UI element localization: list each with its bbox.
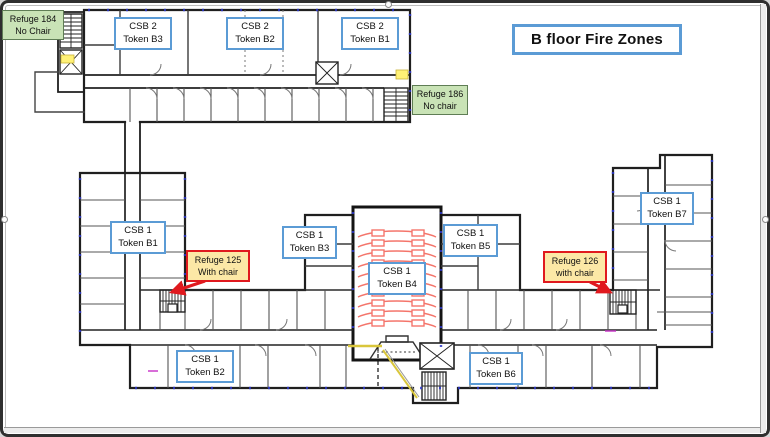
- zone-token: Token B3: [123, 33, 163, 45]
- refuge-name: Refuge 184: [9, 14, 57, 24]
- zone-label-csb1-b3: CSB 1 Token B3: [282, 226, 337, 260]
- refuge-callout-125: Refuge 125 With chair: [186, 250, 250, 283]
- zone-label-csb1-b2: CSB 1 Token B2: [176, 350, 234, 384]
- zone-label-csb1-b7: CSB 1 Token B7: [640, 192, 694, 226]
- refuge-label-184: Refuge 184 No Chair: [2, 10, 64, 41]
- stairs-icon-refuge-126: [609, 289, 637, 315]
- zone-token: Token B5: [450, 240, 491, 252]
- zone-label-csb1-b4: CSB 1 Token B4: [368, 262, 426, 296]
- zone-name: CSB 2: [129, 21, 157, 32]
- frame-bottom-edge: [4, 427, 766, 433]
- zone-token: Token B1: [350, 33, 390, 45]
- arrow-to-refuge-125: [168, 279, 206, 296]
- resize-handle-right[interactable]: [762, 216, 769, 223]
- hazard-mark-topleft: [60, 54, 75, 64]
- refuge-chair-status: No Chair: [15, 26, 51, 37]
- refuge-label-186: Refuge 186 No chair: [412, 85, 468, 116]
- zone-label-csb1-b5: CSB 1 Token B5: [443, 224, 498, 258]
- refuge-chair-status: with chair: [555, 268, 594, 279]
- zone-token: Token B2: [235, 33, 275, 45]
- zone-name: CSB 1: [124, 225, 152, 236]
- zone-name: CSB 1: [456, 228, 485, 239]
- lecture-hall-seating-rows: [357, 229, 437, 328]
- resize-handle-top[interactable]: [385, 1, 392, 8]
- misc-marks: [148, 330, 616, 399]
- zone-label-csb2-b2: CSB 2 Token B2: [226, 17, 284, 51]
- zone-name: CSB 1: [383, 266, 411, 277]
- stairs-icon-topwing-right: [383, 87, 409, 123]
- refuge-chair-status: No chair: [423, 101, 457, 112]
- page-title: B floor Fire Zones: [512, 24, 682, 55]
- zone-token: Token B6: [476, 368, 516, 380]
- zone-token: Token B4: [377, 278, 417, 290]
- page-title-text: B floor Fire Zones: [531, 31, 663, 48]
- zone-token: Token B3: [289, 242, 330, 254]
- zone-token: Token B1: [118, 237, 158, 249]
- zone-label-csb1-b6: CSB 1 Token B6: [469, 352, 523, 386]
- arrow-to-refuge-126: [589, 279, 613, 294]
- zone-label-csb1-b1: CSB 1 Token B1: [110, 221, 166, 255]
- zone-label-csb2-b3: CSB 2 Token B3: [114, 17, 172, 51]
- zone-name: CSB 1: [295, 230, 324, 241]
- refuge-name: Refuge 125: [194, 255, 242, 265]
- refuge-name: Refuge 186: [416, 89, 464, 99]
- stage-and-podium: [369, 335, 425, 360]
- hazard-mark-topwing: [395, 69, 409, 80]
- stairs-icon-bottom: [421, 371, 447, 401]
- refuge-name: Refuge 126: [551, 256, 599, 266]
- elevator-icon-topwing: [315, 61, 339, 85]
- door-arcs: [145, 63, 677, 357]
- zone-name: CSB 2: [241, 21, 269, 32]
- elevator-icon-bottom: [419, 342, 455, 370]
- zone-token: Token B7: [647, 208, 687, 220]
- zone-name: CSB 1: [653, 196, 681, 207]
- refuge-callout-126: Refuge 126 with chair: [543, 251, 607, 284]
- refuge-chair-status: With chair: [197, 267, 238, 278]
- zone-token: Token B2: [185, 366, 225, 378]
- zone-name: CSB 2: [356, 21, 384, 32]
- zone-name: CSB 1: [482, 356, 510, 367]
- zone-label-csb2-b1: CSB 2 Token B1: [341, 17, 399, 51]
- resize-handle-left[interactable]: [1, 216, 8, 223]
- zone-name: CSB 1: [191, 354, 219, 365]
